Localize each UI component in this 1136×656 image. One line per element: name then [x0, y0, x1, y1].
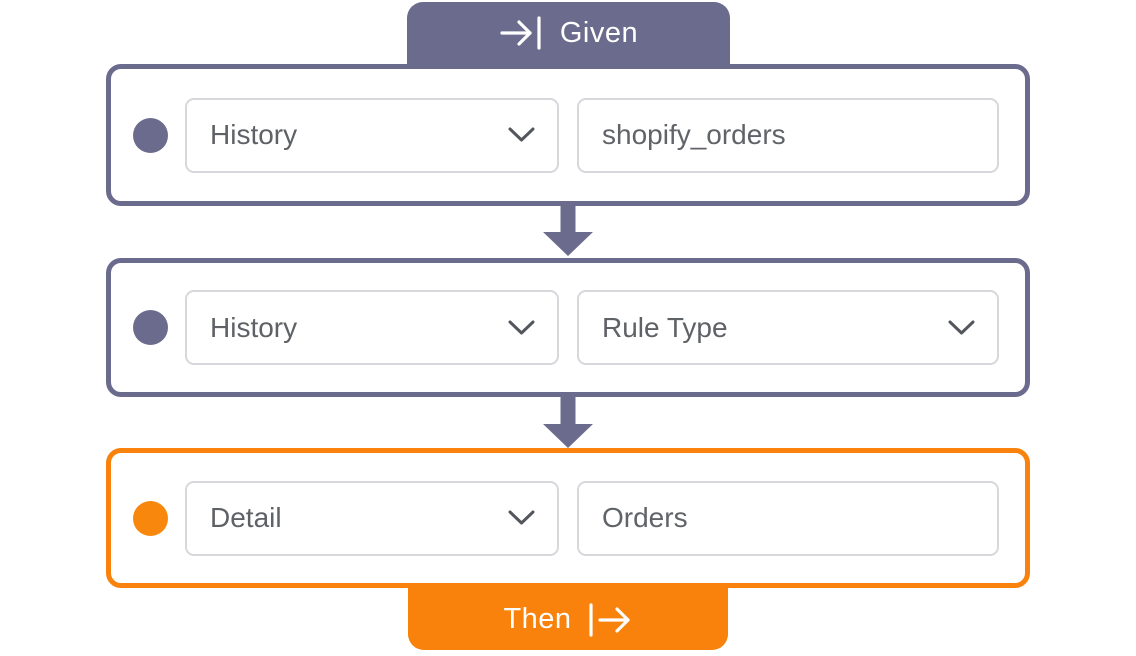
then-tab[interactable]: Then [408, 585, 728, 650]
row3-type-value: Detail [210, 502, 282, 533]
rule-row-given-source: History [106, 64, 1030, 206]
row2-type-select[interactable]: History [185, 290, 559, 365]
row3-target-field [577, 480, 999, 556]
flow-arrow-down-icon [543, 205, 593, 256]
row3-target-input[interactable] [579, 482, 997, 554]
row3-type-select[interactable]: Detail [185, 480, 559, 556]
bar-to-arrow-icon [587, 602, 633, 638]
row1-type-value: History [210, 119, 298, 150]
rule-row-given-ruletype: History Rule Type [106, 258, 1030, 397]
connector-dot [133, 117, 168, 153]
row1-source-field [577, 97, 999, 173]
flow-arrow-down-icon [543, 396, 593, 448]
row2-ruletype-value: Rule Type [602, 311, 728, 343]
given-tab[interactable]: Given [407, 2, 730, 70]
given-tab-label: Given [559, 16, 639, 49]
chevron-down-icon [508, 320, 535, 336]
row2-ruletype-select[interactable]: Rule Type [577, 290, 999, 365]
rule-row-then-action: Detail [106, 448, 1030, 588]
connector-dot [133, 310, 168, 345]
connector-dot [133, 500, 168, 536]
chevron-down-icon [508, 510, 535, 526]
row2-type-value: History [210, 311, 298, 343]
chevron-down-icon [948, 320, 975, 336]
row1-source-input[interactable] [579, 99, 997, 171]
chevron-down-icon [508, 127, 535, 143]
row1-type-select[interactable]: History [185, 97, 559, 173]
arrow-to-bar-icon [499, 15, 545, 51]
then-tab-label: Then [503, 603, 572, 635]
